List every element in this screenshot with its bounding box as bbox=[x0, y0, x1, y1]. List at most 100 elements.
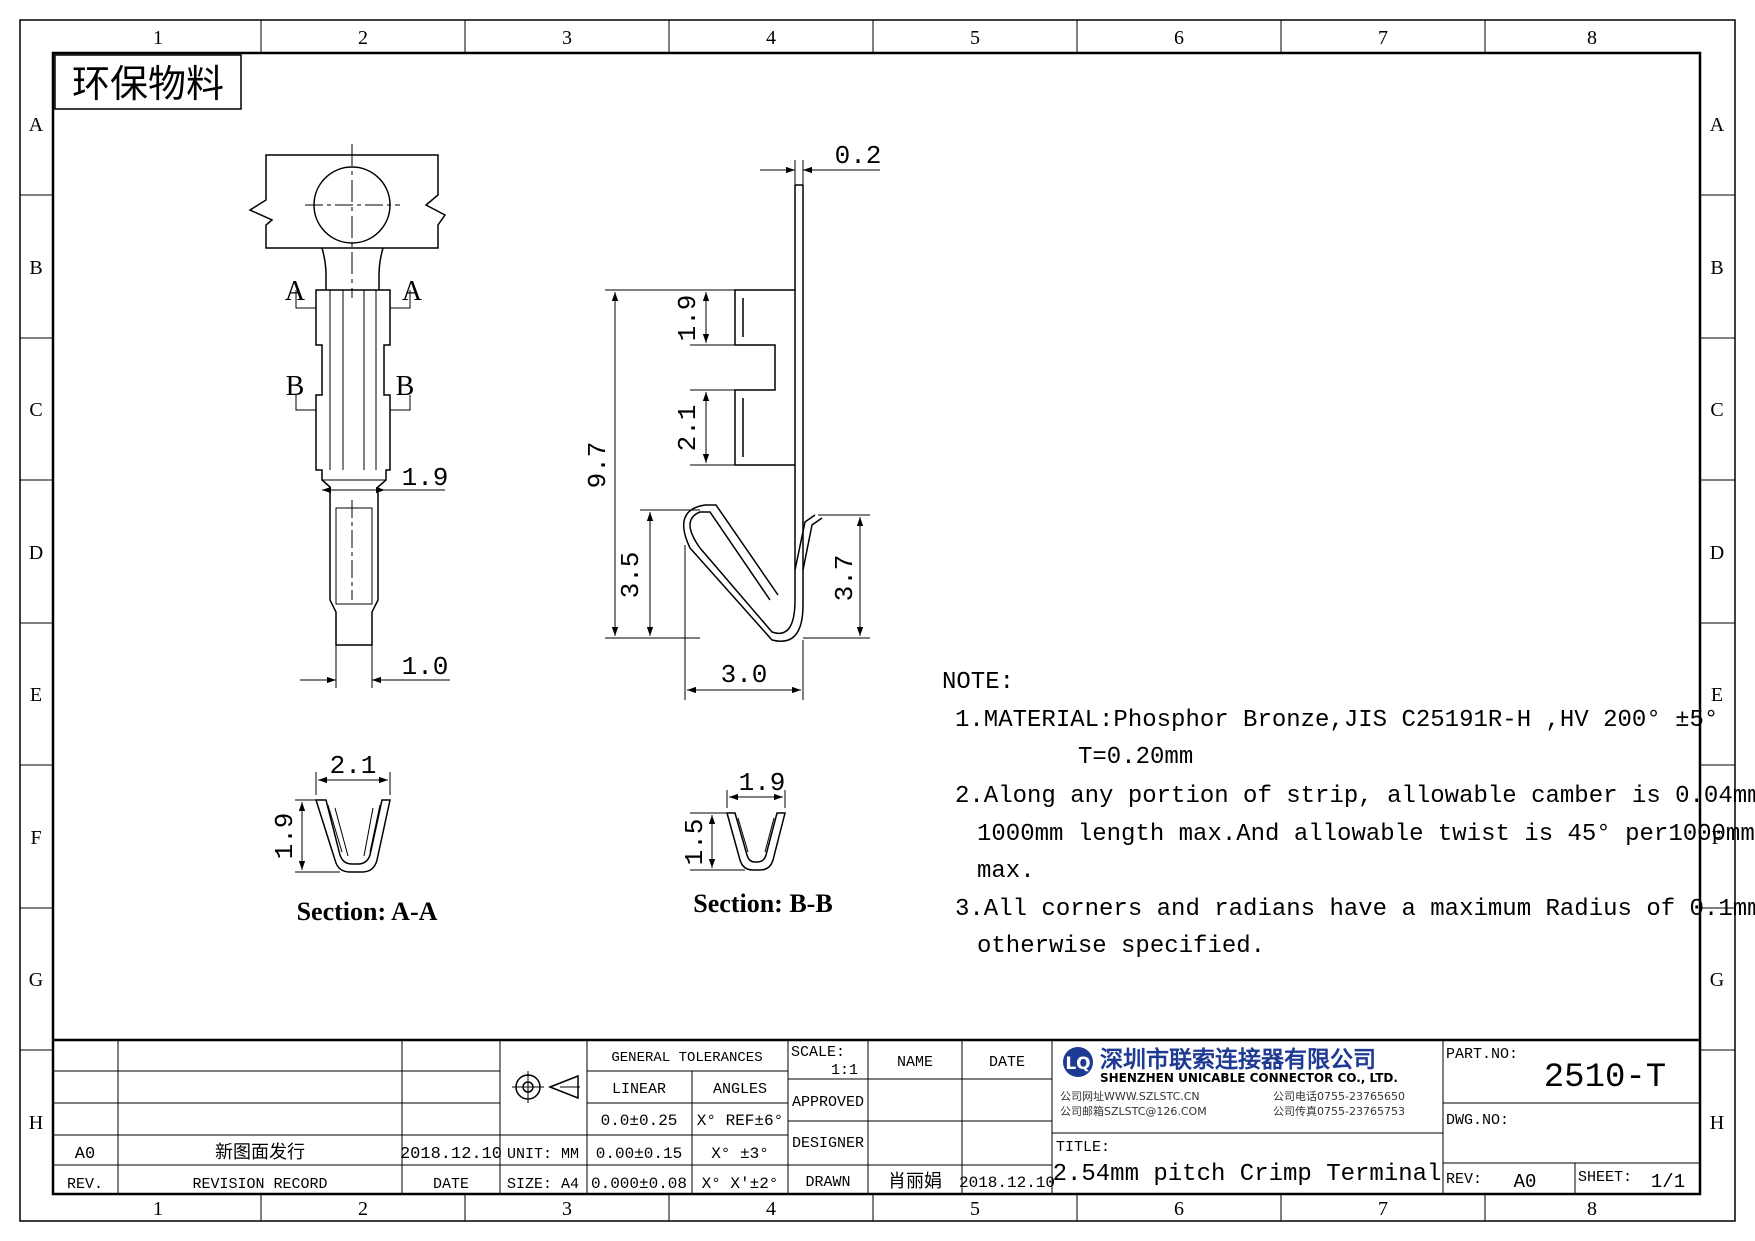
angle-tol-3: X° X'±2° bbox=[702, 1175, 779, 1193]
col-label-4: 4 bbox=[766, 27, 776, 49]
row-label-b: B bbox=[29, 257, 42, 279]
company-web: 公司网址WWW.SZLSTC.CN bbox=[1060, 1089, 1200, 1103]
approved-label: APPROVED bbox=[792, 1094, 864, 1111]
row-label-g-right: G bbox=[1710, 969, 1724, 991]
row-label-a: A bbox=[29, 114, 44, 136]
col-label-2-bottom: 2 bbox=[358, 1198, 368, 1220]
dim-side-total: 9.7 bbox=[583, 442, 613, 489]
svg-text:环保物料: 环保物料 bbox=[72, 62, 224, 106]
row-label-c: C bbox=[29, 399, 42, 421]
section-bb-height: 1.5 bbox=[680, 819, 710, 866]
col-label-7-bottom: 7 bbox=[1378, 1198, 1388, 1220]
company-phone: 公司电话0755-23765650 bbox=[1273, 1090, 1405, 1103]
front-view: A A B B 1.9 1.0 bbox=[248, 144, 450, 688]
drawing-title: 2.54mm pitch Crimp Terminal bbox=[1053, 1161, 1442, 1188]
title-block: A0 新图面发行 2018.12.10 REV. REVISION RECORD… bbox=[53, 1038, 1700, 1194]
dim-side-crimp-right: 3.7 bbox=[830, 555, 860, 602]
dim-side-crimp: 3.5 bbox=[616, 552, 646, 599]
section-bb-title: Section: B-B bbox=[693, 889, 832, 918]
company-logo-icon: LQ bbox=[1063, 1047, 1093, 1077]
tolerances-header: GENERAL TOLERANCES bbox=[611, 1050, 762, 1066]
part-no-value: 2510-T bbox=[1544, 1059, 1666, 1097]
section-bb-view: 1.9 1.5 Section: B-B bbox=[680, 768, 833, 918]
company-email: 公司邮箱SZLSTC@126.COM bbox=[1060, 1104, 1207, 1118]
row-label-h-right: H bbox=[1710, 1112, 1724, 1134]
rev-value: A0 bbox=[1514, 1171, 1537, 1193]
note-line-5: max. bbox=[977, 858, 1035, 885]
note-line-4: 1000mm length max.And allowable twist is… bbox=[977, 821, 1755, 848]
part-no-label: PART.NO: bbox=[1446, 1046, 1518, 1063]
revision-record-value: 新图面发行 bbox=[215, 1142, 305, 1163]
size-label: SIZE: A4 bbox=[507, 1176, 579, 1193]
section-mark-a-left: A bbox=[285, 276, 306, 307]
section-mark-a-right: A bbox=[402, 276, 423, 307]
section-aa-height: 1.9 bbox=[270, 813, 300, 860]
revision-rev-value: A0 bbox=[75, 1145, 95, 1164]
note-line-7: otherwise specified. bbox=[977, 933, 1265, 960]
sheet-label: SHEET: bbox=[1578, 1169, 1632, 1186]
revision-date-header: DATE bbox=[433, 1176, 469, 1193]
dim-side-middle: 2.1 bbox=[673, 405, 703, 452]
section-mark-b-right: B bbox=[396, 371, 415, 402]
section-aa-view: 2.1 1.9 Section: A-A bbox=[270, 751, 438, 926]
note-line-1: 1.MATERIAL:Phosphor Bronze,JIS C25191R-H… bbox=[955, 707, 1718, 734]
row-label-e: E bbox=[30, 684, 42, 706]
col-label-3-bottom: 3 bbox=[562, 1198, 572, 1220]
angles-header: ANGLES bbox=[713, 1081, 767, 1098]
drawn-date: 2018.12.10 bbox=[959, 1174, 1055, 1192]
drawn-label: DRAWN bbox=[805, 1174, 850, 1191]
row-label-g: G bbox=[29, 969, 43, 991]
angle-tol-2: X° ±3° bbox=[711, 1145, 769, 1163]
col-label-5: 5 bbox=[970, 27, 980, 49]
col-label-6: 6 bbox=[1174, 27, 1184, 49]
dim-front-width: 1.9 bbox=[402, 463, 449, 493]
revision-rev-header: REV. bbox=[67, 1176, 103, 1193]
section-bb-width: 1.9 bbox=[739, 768, 786, 798]
date-header: DATE bbox=[989, 1054, 1025, 1071]
col-label-7: 7 bbox=[1378, 27, 1388, 49]
section-aa-title: Section: A-A bbox=[297, 897, 438, 926]
row-label-b-right: B bbox=[1710, 257, 1723, 279]
title-label: TITLE: bbox=[1056, 1139, 1110, 1156]
notes-heading: NOTE: bbox=[942, 669, 1014, 696]
linear-tol-3: 0.000±0.08 bbox=[591, 1175, 687, 1193]
dim-side-upper: 1.9 bbox=[673, 295, 703, 342]
eco-material-stamp: 环保物料 bbox=[54, 54, 242, 110]
company-name-cn: 深圳市联索连接器有限公司 bbox=[1100, 1046, 1376, 1073]
side-view: 0.2 1.9 2.1 9.7 3.5 3.7 3.0 bbox=[583, 141, 881, 700]
note-line-2: T=0.20mm bbox=[1078, 744, 1193, 771]
linear-tol-2: 0.00±0.15 bbox=[596, 1145, 682, 1163]
scale-value: 1:1 bbox=[831, 1062, 858, 1079]
row-label-d-right: D bbox=[1710, 542, 1724, 564]
scale-label: SCALE: bbox=[791, 1044, 845, 1061]
notes-block: NOTE: 1.MATERIAL:Phosphor Bronze,JIS C25… bbox=[942, 669, 1755, 960]
col-label-8: 8 bbox=[1587, 27, 1597, 49]
angle-tol-1: X° REF±6° bbox=[697, 1112, 783, 1130]
col-label-4-bottom: 4 bbox=[766, 1198, 776, 1220]
linear-tol-1: 0.0±0.25 bbox=[601, 1112, 678, 1130]
company-name-en: SHENZHEN UNICABLE CONNECTOR CO., LTD. bbox=[1100, 1071, 1398, 1085]
dim-front-tip: 1.0 bbox=[402, 652, 449, 682]
row-label-h: H bbox=[29, 1112, 43, 1134]
revision-record-header: REVISION RECORD bbox=[192, 1176, 327, 1193]
company-fax: 公司传真0755-23765753 bbox=[1273, 1104, 1405, 1118]
sheet-frame: 1 2 3 4 5 6 7 8 1 2 3 4 5 6 7 8 A B C D … bbox=[19, 19, 1736, 1222]
col-label-3: 3 bbox=[562, 27, 572, 49]
linear-header: LINEAR bbox=[612, 1081, 666, 1098]
unit-label: UNIT: MM bbox=[507, 1146, 579, 1163]
dim-side-width: 3.0 bbox=[721, 660, 768, 690]
col-label-1-bottom: 1 bbox=[153, 1198, 163, 1220]
designer-label: DESIGNER bbox=[792, 1135, 864, 1152]
rev-label: REV: bbox=[1446, 1171, 1482, 1188]
col-label-6-bottom: 6 bbox=[1174, 1198, 1184, 1220]
name-header: NAME bbox=[897, 1054, 933, 1071]
row-label-e-right: E bbox=[1711, 684, 1723, 706]
section-mark-b-left: B bbox=[286, 371, 305, 402]
col-label-2: 2 bbox=[358, 27, 368, 49]
note-line-6: 3.All corners and radians have a maximum… bbox=[955, 896, 1755, 923]
projection-symbol-icon bbox=[512, 1071, 580, 1103]
row-label-f: F bbox=[30, 827, 41, 849]
col-label-8-bottom: 8 bbox=[1587, 1198, 1597, 1220]
col-label-5-bottom: 5 bbox=[970, 1198, 980, 1220]
